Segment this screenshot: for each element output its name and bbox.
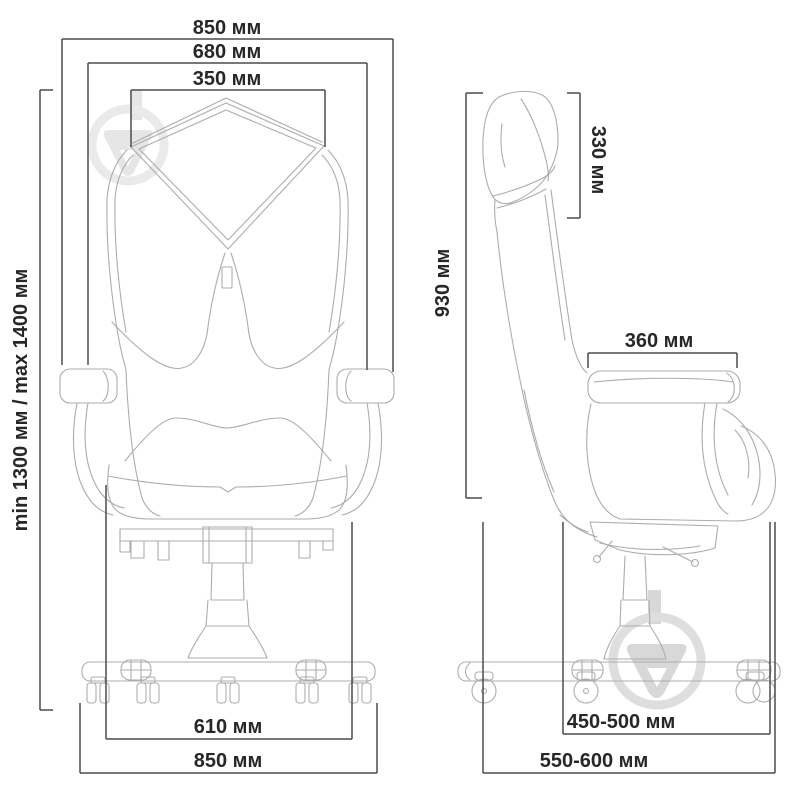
dim-front-headrest-width: 350 мм: [193, 68, 262, 90]
dim-front-back-width: 680 мм: [193, 41, 262, 63]
dim-side-base-overall: 550-600 мм: [540, 750, 649, 772]
dim-side-armrest-length: 360 мм: [625, 330, 694, 352]
front-view-dimensions: 850 мм 680 мм 350 мм min 1300 мм / max 1…: [10, 17, 394, 774]
dim-front-base-inner: 610 мм: [194, 716, 263, 738]
dim-side-backrest-height: 930 мм: [432, 249, 454, 318]
dim-side-base-inner: 450-500 мм: [567, 711, 676, 733]
store-logo-watermark: [608, 590, 706, 710]
dim-front-overall-width: 850 мм: [193, 17, 262, 39]
side-view-dimensions: 930 мм 330 мм 360 мм 450-500 мм 550-600 …: [432, 92, 776, 774]
chair-side-view: [457, 90, 781, 704]
store-logo-watermark: [87, 90, 169, 186]
side-casters: [471, 671, 776, 704]
dim-side-headrest-height: 330 мм: [587, 126, 609, 195]
dim-front-base-overall: 850 мм: [194, 750, 263, 772]
dim-front-height-range: min 1300 мм / max 1400 мм: [10, 269, 32, 532]
front-casters: [86, 676, 372, 704]
chair-front-view: [59, 97, 395, 704]
